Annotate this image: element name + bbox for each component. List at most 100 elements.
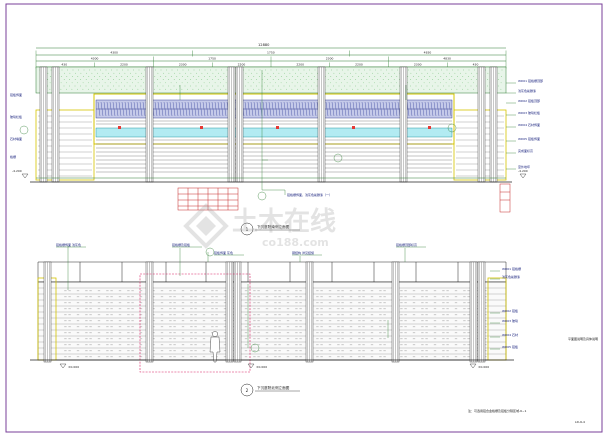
texture-mark <box>295 344 298 346</box>
texture-mark <box>433 290 437 292</box>
level-symbol <box>59 363 67 369</box>
cladding-dot <box>471 72 472 74</box>
texture-mark <box>160 314 164 316</box>
cladding-dot <box>247 82 249 84</box>
texture-mark <box>223 308 227 310</box>
cladding-dot <box>476 79 478 80</box>
cladding-dot <box>188 69 189 71</box>
cladding-dot <box>77 82 78 84</box>
texture-mark <box>190 290 193 292</box>
texture-mark <box>400 350 403 352</box>
top-cladding-texture <box>39 69 503 90</box>
cladding-dot <box>298 69 299 71</box>
texture-mark <box>253 308 256 310</box>
texture-mark <box>433 332 437 334</box>
texture-mark <box>295 320 298 322</box>
texture-mark <box>425 344 428 346</box>
cladding-dot <box>291 88 293 90</box>
texture-mark <box>421 320 424 322</box>
texture-mark <box>202 320 206 322</box>
cladding-dot <box>355 79 357 80</box>
texture-mark <box>202 356 206 358</box>
texture-mark <box>215 320 218 322</box>
texture-mark <box>454 356 458 358</box>
cladding-dot <box>421 72 423 74</box>
texture-mark <box>341 308 344 310</box>
cladding-dot <box>243 69 244 71</box>
texture-mark <box>152 344 155 346</box>
texture-mark <box>467 332 470 334</box>
texture-mark <box>118 308 122 310</box>
texture-mark <box>85 332 88 334</box>
red-marker <box>118 126 121 129</box>
texture-mark <box>383 314 386 316</box>
texture-mark <box>286 302 290 304</box>
texture-mark <box>467 320 470 322</box>
texture-mark <box>85 338 88 340</box>
texture-mark <box>85 356 88 358</box>
texture-mark <box>173 326 176 328</box>
cladding-dot <box>388 85 389 87</box>
cladding-dot <box>430 69 431 71</box>
cladding-dot <box>487 72 489 74</box>
cladding-dot <box>162 79 164 80</box>
texture-mark <box>328 344 332 346</box>
cladding-dot <box>360 79 362 80</box>
cladding-dot <box>102 85 103 87</box>
texture-mark <box>421 326 424 328</box>
cladding-dot <box>330 82 331 84</box>
texture-mark <box>362 350 365 352</box>
cladding-dot <box>258 76 260 77</box>
texture-mark <box>160 290 164 292</box>
texture-mark <box>349 308 353 310</box>
cladding-dot <box>170 82 172 84</box>
bottom-horizontal-lines <box>38 287 506 355</box>
cladding-dot <box>132 88 133 90</box>
cladding-dot <box>75 72 76 74</box>
cladding-dot <box>85 79 87 80</box>
texture-mark <box>383 332 386 334</box>
texture-mark <box>127 332 130 334</box>
texture-mark <box>454 332 458 334</box>
cladding-dot <box>470 79 472 80</box>
cladding-dot <box>201 79 203 80</box>
cladding-dot <box>209 76 211 77</box>
cladding-dot <box>269 76 271 77</box>
texture-mark <box>278 290 281 292</box>
cladding-dot <box>49 76 51 77</box>
cladding-dot <box>368 82 370 84</box>
texture-mark <box>358 332 361 334</box>
texture-mark <box>316 314 319 316</box>
callout-text: 铝格栅饰面 浅灰色 <box>56 242 81 247</box>
cladding-dot <box>118 85 120 87</box>
texture-mark <box>278 296 281 298</box>
texture-mark <box>244 356 248 358</box>
texture-mark <box>286 290 290 292</box>
texture-mark <box>173 314 176 316</box>
texture-mark <box>295 356 298 358</box>
cladding-dot <box>157 72 159 74</box>
cladding-dot <box>346 76 348 77</box>
cladding-dot <box>388 72 390 74</box>
cladding-dot <box>366 72 368 74</box>
texture-mark <box>383 290 386 292</box>
texture-mark <box>106 350 109 352</box>
right-label: WD05 铝板 <box>502 344 518 349</box>
cladding-dot <box>375 69 376 71</box>
texture-mark <box>320 302 323 304</box>
texture-mark <box>194 356 197 358</box>
cladding-dot <box>295 72 296 74</box>
texture-mark <box>299 296 302 298</box>
texture-mark <box>299 326 302 328</box>
cladding-dot <box>225 88 227 90</box>
texture-mark <box>215 314 218 316</box>
texture-mark <box>265 350 269 352</box>
texture-mark <box>181 296 185 298</box>
cladding-dot <box>500 82 502 84</box>
cladding-dot <box>220 88 221 90</box>
texture-mark <box>253 290 256 292</box>
texture-mark <box>341 290 344 292</box>
texture-mark <box>404 302 407 304</box>
right-label: 室外地坪 <box>518 164 530 169</box>
cladding-dot <box>291 82 293 84</box>
